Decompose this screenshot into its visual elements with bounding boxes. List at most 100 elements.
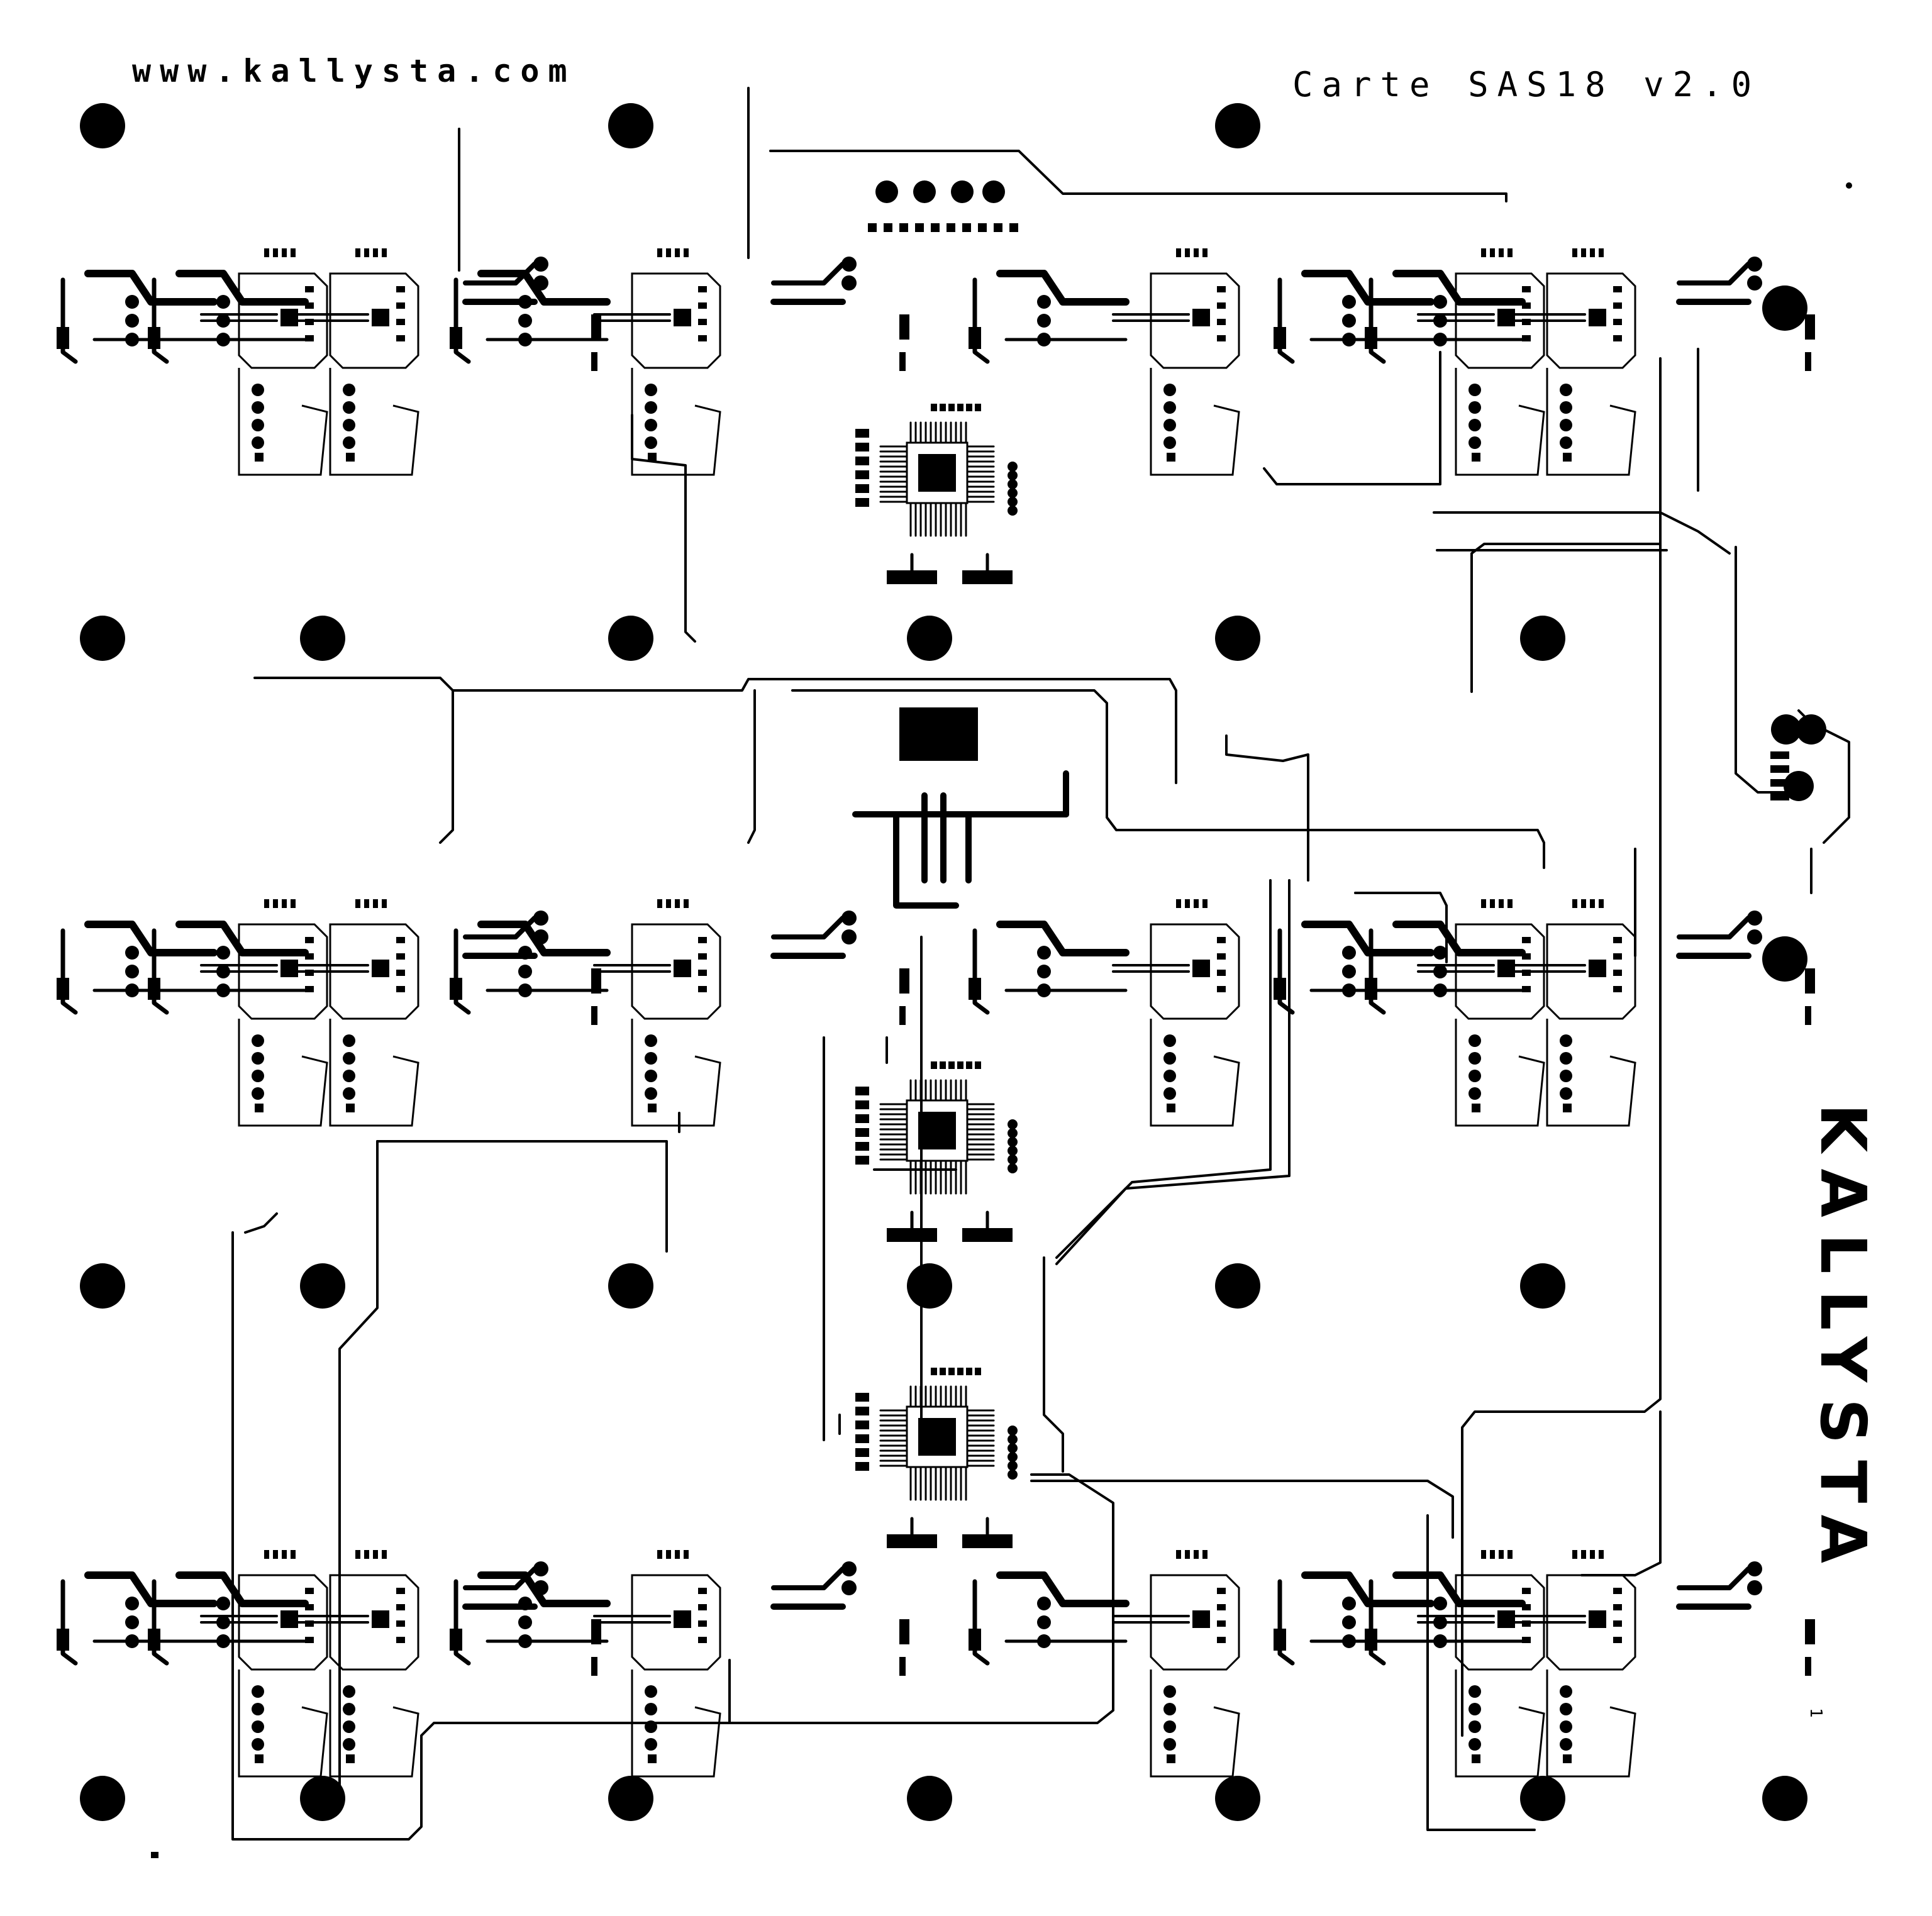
via-pad: [645, 1703, 657, 1715]
mcu-pad: [1008, 1434, 1018, 1444]
connector-pad: [1274, 978, 1286, 1000]
via-pad: [216, 295, 230, 309]
via-pad: [1163, 1685, 1176, 1698]
terminal-pad: [1805, 314, 1815, 340]
mounting-hole: [1215, 616, 1260, 661]
via-pad: [252, 1685, 264, 1698]
via-pad: [1433, 1634, 1447, 1648]
terminal-pad: [1805, 1657, 1811, 1676]
via-pad: [1342, 333, 1356, 346]
output-driver: [1676, 1561, 1815, 1676]
cell-outline: [1455, 368, 1545, 476]
mounting-hole: [907, 616, 952, 661]
via-pad: [841, 275, 857, 291]
signal-trace: [1301, 1571, 1435, 1607]
channel-chip: [1497, 960, 1515, 977]
via-pad: [343, 384, 355, 396]
smd-pad: [855, 1156, 869, 1165]
connector-pin: [1770, 765, 1789, 773]
mcu-pad: [1008, 479, 1018, 489]
smd-pad: [940, 1368, 946, 1375]
smd-pad: [1613, 970, 1622, 976]
cell-outline: [631, 923, 721, 1020]
smd-pad: [1613, 286, 1622, 292]
mcu-pad: [1008, 506, 1018, 516]
power-trace: [893, 811, 959, 909]
via-pad: [1433, 983, 1447, 997]
via-pad: [1468, 401, 1481, 414]
channel-chip: [280, 1610, 298, 1628]
via-pad: [1560, 1034, 1572, 1047]
smd-pad: [1522, 1637, 1531, 1643]
connector-pad: [969, 327, 981, 349]
driver-trace: [463, 916, 537, 939]
channel-cell: [57, 248, 328, 476]
smd-pad: [684, 1550, 689, 1559]
via-pad: [645, 419, 657, 431]
connector-trace: [453, 277, 471, 364]
smd-pad: [966, 1368, 972, 1375]
connector-trace: [1277, 1579, 1295, 1666]
smd-pad: [1522, 937, 1531, 943]
connector-trace: [1277, 277, 1295, 364]
channel-chip: [1192, 1610, 1210, 1628]
smd-pad: [957, 1061, 963, 1069]
via-pad: [252, 436, 264, 449]
via-pad: [1560, 1087, 1572, 1100]
smd-pad: [855, 1114, 869, 1123]
via-pad: [1468, 1720, 1481, 1733]
channel-cell: [969, 248, 1240, 476]
channel-cell: [57, 1550, 328, 1778]
channel-cell: [1274, 899, 1545, 1127]
smd-pad: [855, 1100, 869, 1109]
terminal-pad: [591, 1619, 601, 1644]
smd-pad: [855, 1462, 869, 1471]
mcu-pad: [1008, 1137, 1018, 1147]
smd-pad: [931, 1061, 937, 1069]
via-pad: [841, 1561, 857, 1576]
via-pad: [1163, 401, 1176, 414]
via-pad: [1560, 401, 1572, 414]
smd-pad: [855, 484, 869, 493]
smd-pad: [1522, 1588, 1531, 1594]
smd-pad: [675, 248, 680, 257]
smd-pad: [1217, 1588, 1226, 1594]
smd-pad: [698, 1637, 707, 1643]
smd-pad: [264, 899, 269, 908]
terminal-pad: [591, 314, 601, 340]
via-pad: [1037, 946, 1051, 960]
mcu-pad: [1008, 1155, 1018, 1165]
smd-pad: [273, 1550, 278, 1559]
smd-pad: [305, 335, 314, 341]
smd-pad: [305, 286, 314, 292]
square-pad: [1167, 1104, 1175, 1112]
smd-pad: [282, 248, 287, 257]
channel-chip: [372, 960, 389, 977]
pcb-trace: [791, 689, 1545, 869]
via-pad: [1433, 1597, 1447, 1610]
connector-pin: [1770, 751, 1789, 759]
connector-pad: [450, 1629, 462, 1651]
connector-pad: [57, 327, 69, 349]
via-pad: [1163, 1703, 1176, 1715]
smd-pad: [855, 1434, 869, 1443]
via-pad: [841, 911, 857, 926]
smd-pad: [855, 1142, 869, 1151]
via-pad: [1433, 1615, 1447, 1629]
via-pad: [1037, 295, 1051, 309]
smd-pad: [364, 1550, 369, 1559]
square-pad: [255, 1754, 264, 1763]
via-pad: [343, 1720, 355, 1733]
pcb-trace: [1043, 1256, 1064, 1473]
smd-pad: [1217, 970, 1226, 976]
mcu-pad: [1008, 488, 1018, 498]
terminal-pad: [591, 1657, 597, 1676]
via-pad: [343, 436, 355, 449]
smd-pad: [1490, 899, 1495, 908]
signal-trace: [996, 921, 1130, 956]
connector-pad: [148, 978, 160, 1000]
mcu-pad: [1008, 1119, 1018, 1129]
smd-pad: [855, 470, 869, 479]
via-pad: [1163, 1070, 1176, 1082]
mcu-pad: [1008, 462, 1018, 472]
